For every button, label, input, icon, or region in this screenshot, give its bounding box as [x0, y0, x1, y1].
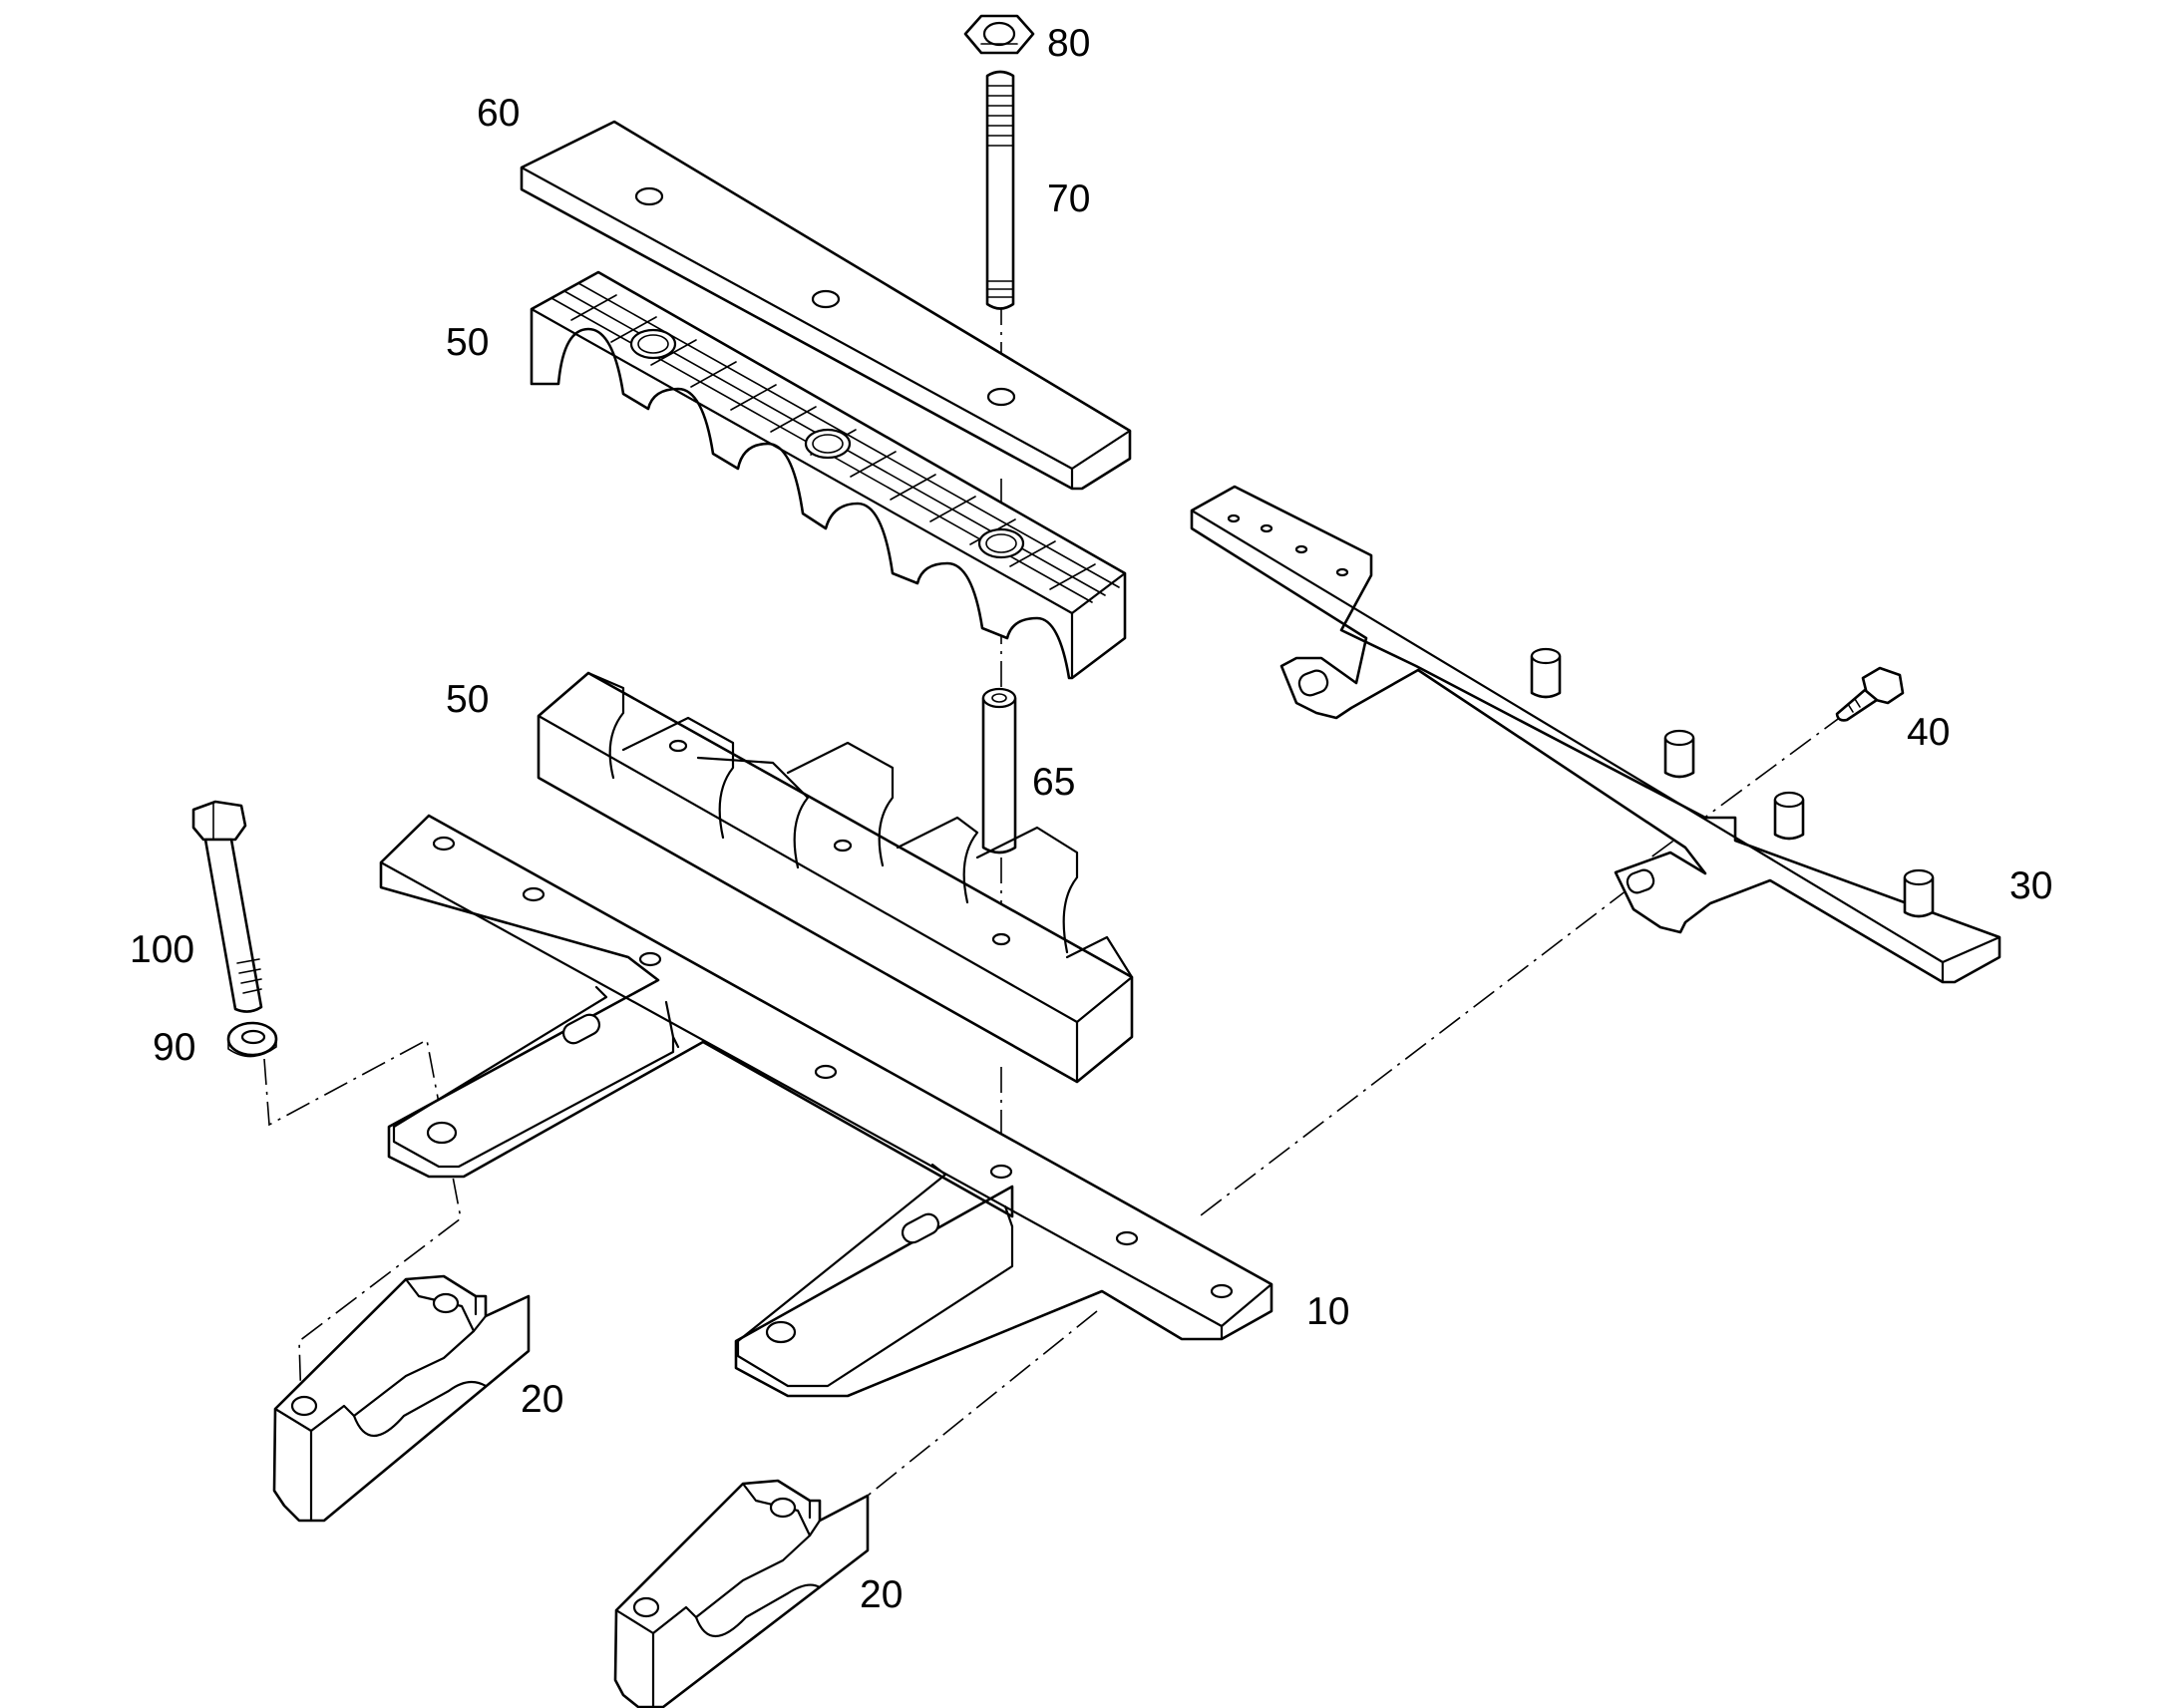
support-block-20-bottom [613, 1479, 870, 1708]
cover-plate-60 [520, 120, 1132, 491]
base-frame-10 [379, 814, 1273, 1398]
hex-bolt-100 [191, 800, 263, 1013]
callout-40: 40 [1907, 711, 1950, 754]
clamp-half-50-top [530, 270, 1127, 680]
washer-90 [226, 1021, 278, 1058]
callout-80: 80 [1047, 22, 1090, 65]
callout-50-bottom: 50 [446, 678, 489, 721]
threaded-stud-70 [985, 70, 1015, 310]
callout-labels: 80 70 60 50 50 65 40 30 100 90 10 20 20 [130, 22, 2052, 1616]
callout-90: 90 [153, 1026, 195, 1069]
screw-40 [1835, 666, 1905, 722]
support-block-20-left [272, 1274, 531, 1523]
callout-10: 10 [1306, 1290, 1349, 1333]
spacer-sleeve-65 [981, 687, 1017, 854]
callout-65: 65 [1032, 761, 1075, 804]
callout-70: 70 [1047, 177, 1090, 220]
clamp-half-50-bottom [537, 671, 1134, 1084]
callout-50-top: 50 [446, 321, 489, 364]
callout-20-left: 20 [521, 1378, 563, 1421]
callout-30: 30 [2009, 864, 2052, 907]
callout-60: 60 [477, 92, 520, 135]
bracket-30 [1190, 485, 2001, 984]
hex-nut-80 [963, 14, 1035, 55]
callout-20-bottom: 20 [860, 1573, 903, 1616]
callout-100: 100 [130, 928, 194, 971]
